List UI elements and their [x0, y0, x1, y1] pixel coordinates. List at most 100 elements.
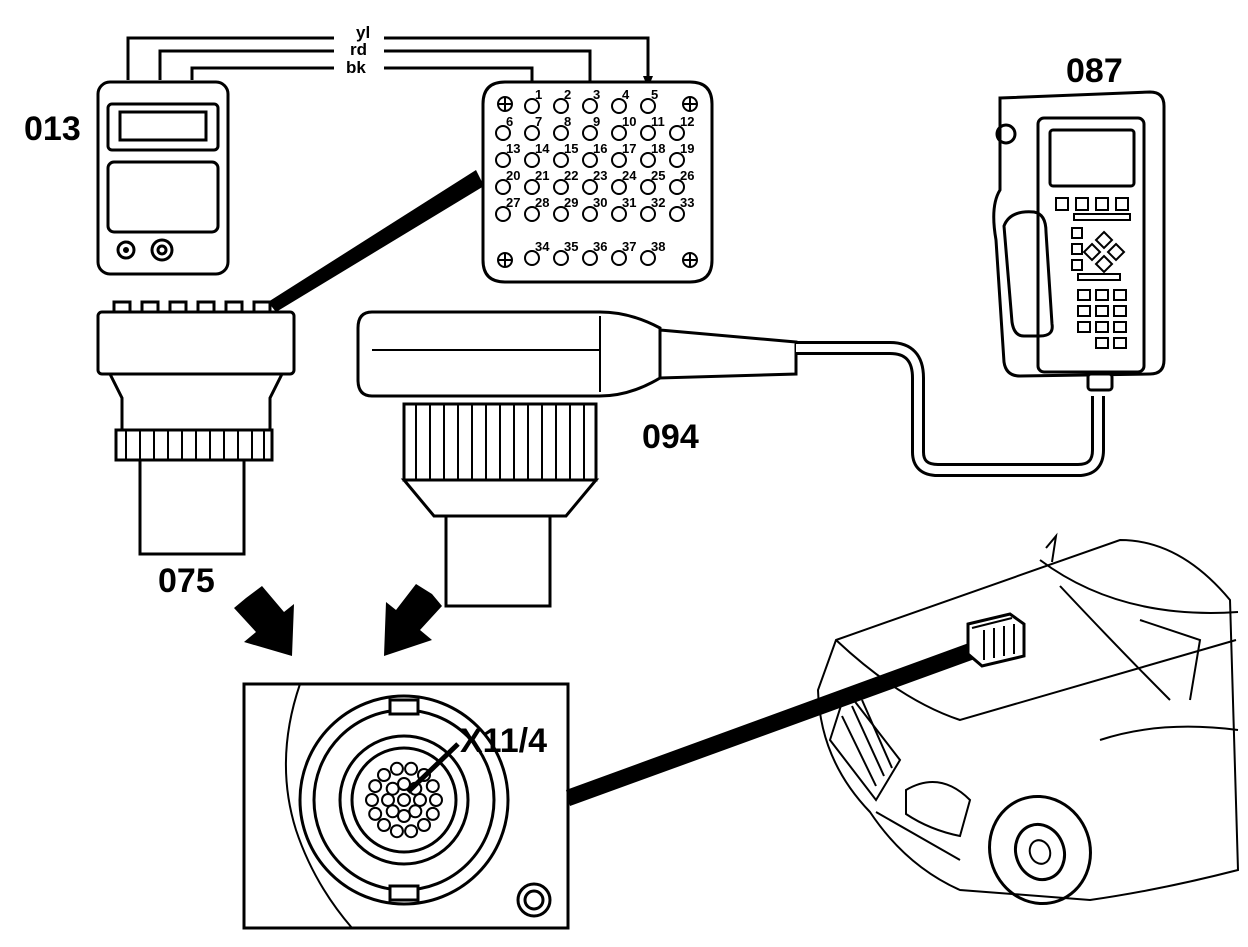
pin-socket: [611, 125, 627, 141]
car-illustration: [816, 532, 1240, 906]
pin-socket: [611, 206, 627, 222]
pin-socket: [524, 179, 540, 195]
pin-label: 18: [651, 141, 665, 156]
pin-socket: [640, 250, 656, 266]
pin-socket: [524, 206, 540, 222]
knurl-094: [415, 404, 585, 480]
pin-socket: [582, 98, 598, 114]
pin-label: 36: [593, 239, 607, 254]
socket-pin: [425, 806, 440, 821]
pin-label: 32: [651, 195, 665, 210]
callout-075: 075: [158, 562, 215, 600]
wire-label-bk: bk: [346, 58, 366, 77]
pin-label: 29: [564, 195, 578, 210]
socket-pin: [389, 824, 404, 839]
socket-detail: X11/4: [242, 682, 570, 930]
pin-socket: [669, 125, 685, 141]
pin-label: 22: [564, 168, 578, 183]
pin-label: 10: [622, 114, 636, 129]
pin-socket: [669, 206, 685, 222]
pin-socket: [669, 179, 685, 195]
pin-label: 1: [535, 87, 542, 102]
pin-socket: [582, 179, 598, 195]
pin-label: 15: [564, 141, 578, 156]
pin-label: 2: [564, 87, 571, 102]
hand-tester-087: 087: [992, 52, 1166, 392]
pin-socket: [495, 152, 511, 168]
pin-label: 26: [680, 168, 694, 183]
arrow-down-left-icon: [384, 584, 442, 656]
socket-pin: [397, 777, 411, 791]
pin-socket: [582, 125, 598, 141]
adapter-075: 075: [96, 300, 296, 600]
adapter-075-pins: [112, 300, 272, 316]
car-socket-box: [966, 612, 1026, 668]
pin-label: 25: [651, 168, 665, 183]
socket-pin: [377, 818, 391, 832]
pin-label: 11: [651, 114, 665, 129]
socket-pin: [381, 793, 395, 807]
socket-pins: [365, 761, 443, 839]
pinbox-cable: [268, 170, 484, 312]
socket-pin: [425, 779, 440, 794]
pin-label: 6: [506, 114, 513, 129]
pin-socket: [495, 125, 511, 141]
pin-label: 23: [593, 168, 607, 183]
pin-label: 33: [680, 195, 694, 210]
pin-label: 30: [593, 195, 607, 210]
pin-label: 38: [651, 239, 665, 254]
wire-label-yl: yl: [356, 23, 370, 42]
socket-pin: [389, 761, 404, 776]
corner-marks: [497, 96, 698, 268]
socket-pin: [368, 806, 383, 821]
pin-socket: [640, 98, 656, 114]
pin-socket: [669, 152, 685, 168]
pin-label: 17: [622, 141, 636, 156]
pin-label: 16: [593, 141, 607, 156]
pin-socket: [640, 179, 656, 195]
socket-pin: [385, 804, 400, 819]
socket-pin: [397, 793, 411, 807]
pin-socket: [582, 152, 598, 168]
wire-label-rd: rd: [350, 40, 367, 59]
tester-cable: [796, 341, 1105, 477]
arrow-down-right-icon: [234, 586, 294, 656]
socket-pin: [413, 793, 427, 807]
pin-label: 35: [564, 239, 578, 254]
pin-socket: [640, 152, 656, 168]
socket-pin: [417, 818, 431, 832]
socket-pin: [385, 781, 400, 796]
pin-socket: [524, 152, 540, 168]
pin-socket: [524, 98, 540, 114]
pin-socket: [611, 152, 627, 168]
pin-label: 8: [564, 114, 571, 129]
pin-label: 5: [651, 87, 658, 102]
socket-pin: [408, 804, 423, 819]
pin-socket: [553, 179, 569, 195]
callout-013: 013: [24, 110, 81, 148]
adapter-094: 094: [356, 310, 798, 608]
pin-socket: [553, 125, 569, 141]
pin-label: 4: [622, 87, 630, 102]
socket-pin: [365, 793, 379, 807]
pin-label: 28: [535, 195, 549, 210]
pin-label: 12: [680, 114, 694, 129]
pin-socket: [611, 250, 627, 266]
multimeter-013: 013: [24, 80, 230, 276]
pin-socket: [553, 250, 569, 266]
socket-pin: [377, 768, 391, 782]
pin-label: 9: [593, 114, 600, 129]
socket-pin: [404, 824, 419, 839]
callout-087: 087: [1066, 52, 1123, 90]
pin-socket: [495, 206, 511, 222]
pin-label: 27: [506, 195, 520, 210]
pin-socket: [582, 206, 598, 222]
pin-label: 7: [535, 114, 542, 129]
callout-094: 094: [642, 418, 699, 456]
pin-socket: [553, 98, 569, 114]
pin-label: 34: [535, 239, 550, 254]
socket-pin: [404, 761, 419, 776]
pin-socket: [524, 250, 540, 266]
